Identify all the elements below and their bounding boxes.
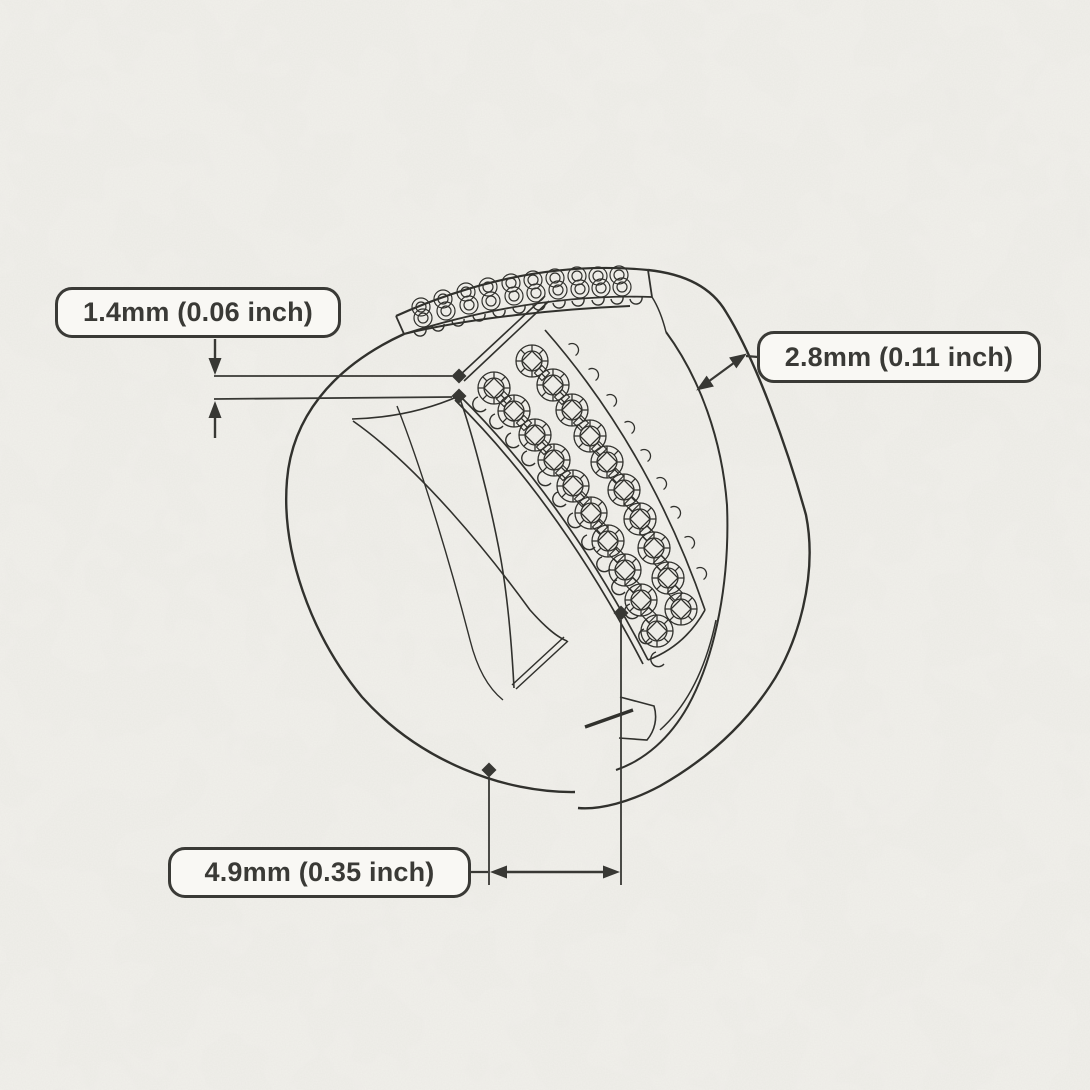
- top-pave-band: [395, 265, 653, 337]
- opening-left-edge: [352, 420, 568, 642]
- ring-drawing: [285, 265, 811, 810]
- top-pave-lower-arc: [403, 295, 653, 335]
- back-band-outer-contour: [577, 268, 811, 810]
- ring-opening-lines: [352, 395, 657, 741]
- strip-right-prong-cups: [568, 342, 708, 581]
- extension-line-lower: [213, 396, 453, 400]
- dimension-annotations: [208, 339, 759, 885]
- dimension-wide-band: [692, 348, 759, 396]
- top-pave-right-cap: [647, 269, 653, 298]
- back-band-shoulder-crease: [651, 296, 667, 333]
- strip-bottom-cap: [647, 609, 706, 661]
- inner-gap-facet: [618, 696, 657, 741]
- dimension-label-thin-band: 1.4mm (0.06 inch): [55, 287, 341, 338]
- inner-shelf-double-line: [511, 636, 569, 690]
- dimension-thin-band: [208, 339, 467, 438]
- dimension-label-wide-band: 2.8mm (0.11 inch): [757, 331, 1041, 383]
- front-thin-band: [285, 295, 631, 794]
- front-band-top-edge: [403, 305, 631, 335]
- front-band-inner-edge: [458, 395, 515, 689]
- front-pave-strip: [454, 329, 708, 668]
- dimension-label-total-width: 4.9mm (0.35 inch): [168, 847, 471, 898]
- label-connector: [745, 354, 759, 359]
- front-band-face-upper-edge: [458, 295, 550, 382]
- strip-right-rail: [544, 329, 706, 611]
- back-wide-band: [577, 268, 811, 810]
- front-band-face-lower-edge: [351, 395, 460, 420]
- back-band-inner-contour: [615, 331, 729, 771]
- top-pave-left-cap: [395, 315, 405, 335]
- dimension-total-width: [471, 605, 629, 885]
- inner-gap-thick-edge: [584, 708, 634, 729]
- front-band-outer-contour: [285, 332, 576, 794]
- back-band-inner-lip: [659, 619, 717, 731]
- back-opening-edge: [396, 405, 504, 701]
